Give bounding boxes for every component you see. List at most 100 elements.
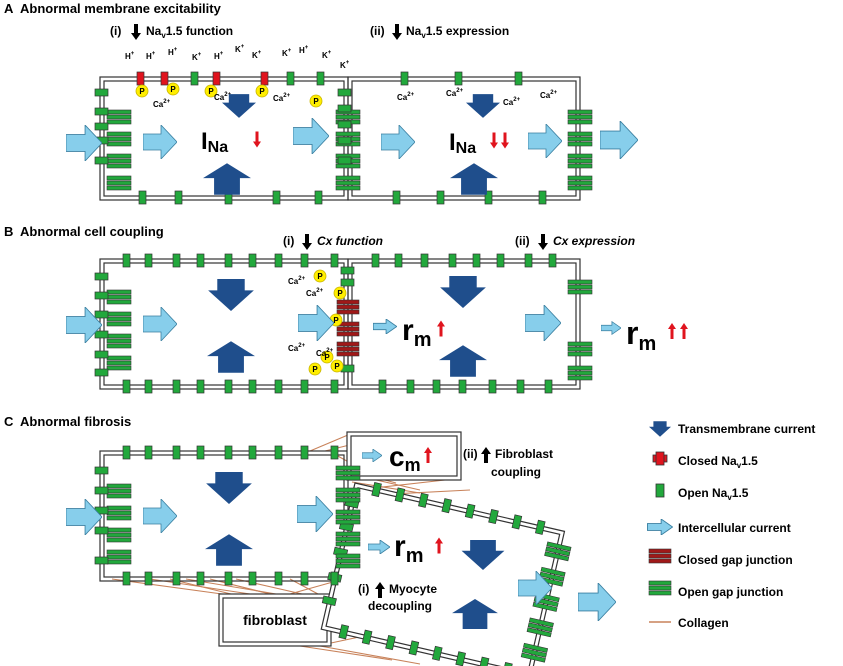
- rm-label: rm: [626, 315, 656, 355]
- svg-text:P: P: [334, 362, 340, 371]
- ca-label: Ca2+: [540, 90, 558, 100]
- phosphate-icon: P: [330, 359, 344, 373]
- open-nav-channel: [330, 379, 339, 394]
- open-gap-junction: [526, 617, 554, 638]
- open-gap-junction: [335, 487, 361, 503]
- svg-text:P: P: [312, 365, 318, 374]
- legend-collagen-label: Collagen: [678, 616, 729, 630]
- open-nav-channel: [94, 556, 109, 565]
- intercellular-current-arrow: [143, 307, 177, 341]
- open-nav-channel: [420, 253, 429, 268]
- open-nav-channel: [371, 481, 382, 498]
- open-nav-channel: [274, 571, 283, 586]
- open-nav-channel: [94, 486, 109, 495]
- open-nav-channel: [516, 379, 525, 394]
- open-nav-channel: [224, 379, 233, 394]
- open-nav-channel: [224, 445, 233, 460]
- closed-nav-channel: [160, 71, 169, 86]
- open-gap-junction: [335, 531, 361, 547]
- ina-label: INa: [201, 128, 228, 156]
- legend-closed-gap-junction-label: Closed gap junction: [678, 553, 793, 567]
- open-nav-channel: [371, 253, 380, 268]
- transmembrane-current-arrow: [450, 163, 498, 195]
- open-nav-channel: [408, 640, 420, 656]
- open-nav-channel: [338, 624, 350, 640]
- open-nav-channel: [286, 71, 295, 86]
- section-c: C Abnormal fibrosis fibroblast: [4, 414, 616, 666]
- open-nav-channel: [300, 571, 309, 586]
- open-nav-channel: [511, 514, 523, 530]
- open-gap-junction: [567, 131, 593, 147]
- section-b-letter: B: [4, 224, 13, 239]
- phosphate-icon: P: [309, 94, 323, 108]
- open-nav-channel: [94, 330, 109, 339]
- closed-nav-channel: [212, 71, 221, 86]
- channel-group-b: [94, 253, 593, 394]
- intercellular-current-arrow: [601, 321, 621, 335]
- tilted-myocyte: [320, 481, 572, 666]
- svg-text:P: P: [333, 316, 339, 325]
- channel-group-c: [94, 445, 361, 586]
- ca-label: Ca2+: [214, 92, 232, 102]
- ca-label: Ca2+: [503, 97, 521, 107]
- open-nav-channel: [394, 253, 403, 268]
- open-gap-junction: [106, 109, 132, 125]
- open-nav-channel: [514, 71, 523, 86]
- intercellular-current-arrow: [528, 124, 562, 158]
- open-nav-channel: [190, 71, 199, 86]
- phosphate-icon: P: [308, 362, 322, 376]
- open-nav-channel: [441, 498, 453, 514]
- open-nav-channel: [464, 503, 476, 519]
- svg-text:P: P: [324, 353, 330, 362]
- section-a-title: Abnormal membrane excitability: [20, 1, 222, 16]
- section-c-title: Abnormal fibrosis: [20, 414, 131, 429]
- open-nav-channel: [248, 445, 257, 460]
- ca-label: Ca2+: [306, 288, 324, 298]
- open-nav-channel: [174, 190, 183, 205]
- open-nav-channel: [385, 635, 396, 651]
- open-nav-channel: [400, 71, 409, 86]
- legend-closed-gap-junction-icon: [648, 548, 672, 564]
- phosphate-icon: P: [320, 350, 334, 364]
- open-nav-channel: [94, 350, 109, 359]
- ca-label: Ca2+: [397, 92, 415, 102]
- open-nav-channel: [172, 445, 181, 460]
- open-nav-channel: [94, 466, 109, 475]
- open-nav-channel: [274, 445, 283, 460]
- open-gap-junction: [106, 483, 132, 499]
- ca-label: Ca2+: [288, 276, 306, 286]
- increase-arrow-icon: [668, 323, 676, 339]
- open-nav-channel: [94, 122, 109, 131]
- open-nav-channel: [224, 571, 233, 586]
- transmembrane-current-arrow: [203, 163, 251, 195]
- open-nav-channel: [300, 445, 309, 460]
- open-nav-channel: [418, 492, 429, 508]
- legend-open-gap-junction-icon: [648, 580, 672, 596]
- closed-nav-channel: [260, 71, 269, 86]
- decrease-arrow-icon: [501, 132, 509, 149]
- open-gap-junction: [335, 465, 361, 481]
- decrease-arrow-icon: [538, 234, 548, 250]
- open-gap-junction: [106, 333, 132, 349]
- open-nav-channel: [432, 379, 441, 394]
- open-nav-channel: [248, 379, 257, 394]
- ion-label: H+: [168, 47, 178, 57]
- open-gap-junction: [335, 553, 361, 569]
- legend-open-gap-junction-label: Open gap junction: [678, 585, 783, 599]
- open-nav-channel: [196, 253, 205, 268]
- svg-text:P: P: [170, 85, 176, 94]
- open-nav-channel: [144, 379, 153, 394]
- svg-text:P: P: [337, 289, 343, 298]
- open-nav-channel: [300, 379, 309, 394]
- open-nav-channel: [478, 656, 490, 666]
- open-nav-channel: [337, 120, 352, 129]
- closed-gap-junction: [336, 321, 360, 337]
- phosphate-icon: P: [255, 84, 269, 98]
- open-nav-channel: [394, 487, 406, 503]
- open-nav-channel: [488, 508, 499, 525]
- rm-label: rm: [394, 530, 423, 567]
- open-gap-junction: [567, 153, 593, 169]
- open-nav-channel: [94, 107, 109, 116]
- open-nav-channel: [316, 71, 325, 86]
